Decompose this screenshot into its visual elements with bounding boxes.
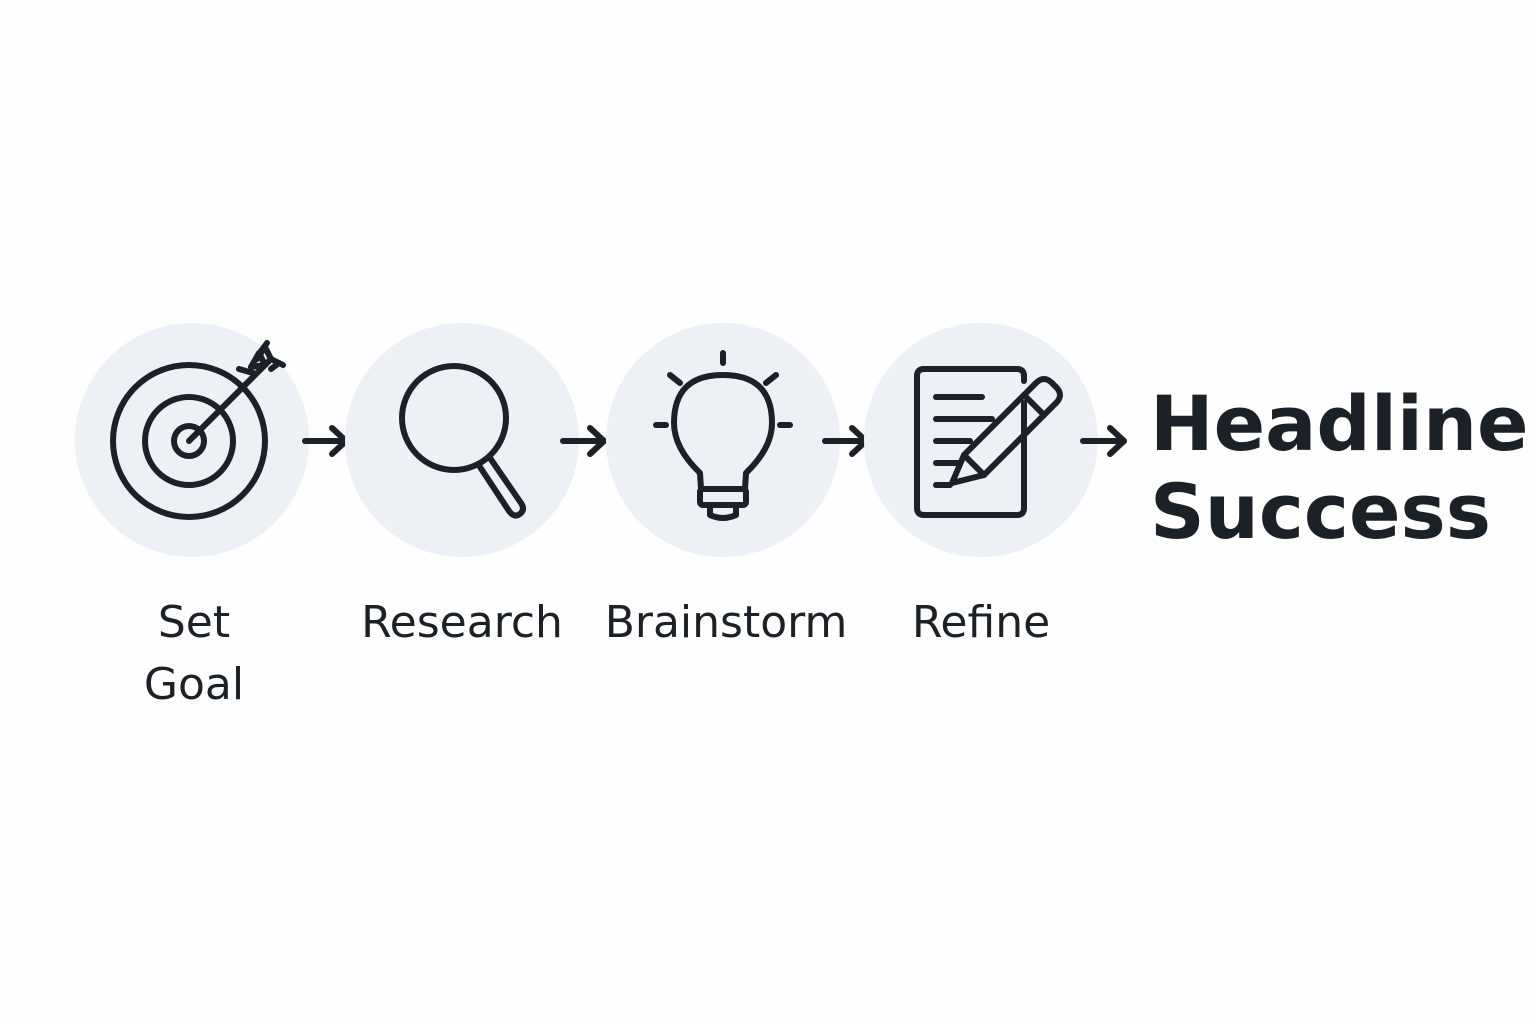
step-label-set-goal: Set Goal bbox=[112, 592, 276, 716]
step-label-line: Goal bbox=[143, 659, 245, 710]
step-label-brainstorm: Brainstorm bbox=[592, 592, 860, 654]
arrow-right-icon bbox=[1080, 425, 1127, 457]
step-label-research: Research bbox=[340, 592, 584, 654]
arrow-right-icon bbox=[560, 425, 607, 457]
step-label-line: Brainstorm bbox=[604, 597, 848, 648]
step-research-circle bbox=[345, 323, 579, 557]
lightbulb-icon bbox=[653, 350, 793, 521]
outcome-line: Success bbox=[1150, 467, 1491, 556]
step-label-line: Set bbox=[157, 597, 231, 648]
step-label-line: Research bbox=[361, 597, 563, 648]
step-brainstorm-circle bbox=[606, 323, 840, 557]
outcome-headline-success: Headline Success bbox=[1150, 380, 1529, 556]
outcome-line: Headline bbox=[1150, 379, 1529, 468]
step-label-line: Refine bbox=[911, 597, 1051, 648]
step-set-goal-circle bbox=[75, 323, 309, 557]
step-label-refine: Refine bbox=[882, 592, 1080, 654]
document-pencil-icon bbox=[914, 366, 1063, 518]
target-icon bbox=[110, 340, 286, 520]
step-refine-circle bbox=[864, 323, 1098, 557]
magnifying-glass-icon bbox=[399, 363, 526, 519]
